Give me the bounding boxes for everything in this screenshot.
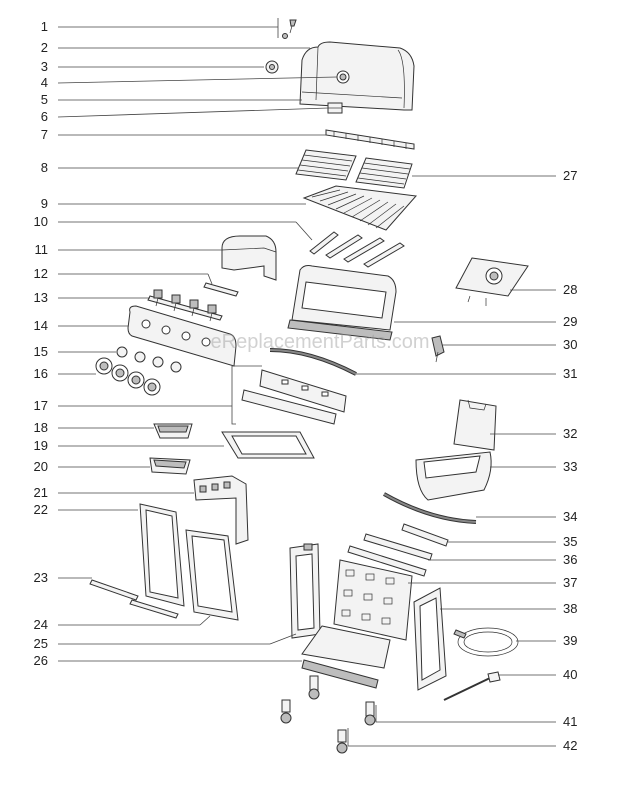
callout-7: 7	[41, 127, 48, 142]
part-20-drip-tray	[149, 457, 191, 475]
part-41-casters	[280, 675, 376, 726]
part-31-crossover-tube	[269, 348, 357, 376]
part-29-cookbox	[287, 265, 397, 341]
callout-12: 12	[34, 266, 48, 281]
part-13-valve-manifold	[147, 289, 223, 322]
callout-14: 14	[34, 318, 48, 333]
callout-13: 13	[34, 290, 48, 305]
part-2-lid	[299, 41, 415, 111]
callout-36: 36	[563, 552, 577, 567]
callout-34: 34	[563, 509, 577, 524]
callout-8: 8	[41, 160, 48, 175]
callout-numbers: 1 2 3 4 5 6 7 8 9 10 11 12 13 14 15 16 1…	[34, 19, 578, 753]
callout-20: 20	[34, 459, 48, 474]
part-17-cross-members	[241, 369, 347, 425]
part-39-hose-coil	[453, 627, 519, 657]
part-34-side-hose	[383, 492, 477, 524]
callout-26: 26	[34, 653, 48, 668]
callout-6: 6	[41, 109, 48, 124]
callout-3: 3	[41, 59, 48, 74]
part-28-side-burner	[455, 257, 529, 306]
callout-24: 24	[34, 617, 48, 632]
part-9-flavorizer-bars	[302, 185, 418, 231]
part-11-heat-shield	[221, 235, 277, 281]
part-37-back-panel	[333, 559, 413, 641]
callout-2: 2	[41, 40, 48, 55]
part-33-side-burner-housing	[415, 451, 492, 501]
part-14-control-panel	[127, 305, 237, 367]
callout-29: 29	[563, 314, 577, 329]
part-1-screws	[282, 19, 297, 39]
part-8-cooking-grates	[295, 149, 413, 189]
callout-17: 17	[34, 398, 48, 413]
callout-32: 32	[563, 426, 577, 441]
leader-lines	[57, 18, 556, 747]
part-10-burner-tubes	[309, 231, 405, 268]
part-25-left-side-panel	[289, 543, 321, 639]
callout-5: 5	[41, 92, 48, 107]
part-35-rail	[401, 523, 449, 547]
callout-25: 25	[34, 636, 48, 651]
part-26-bottom-panel	[301, 625, 391, 689]
callout-9: 9	[41, 196, 48, 211]
callout-10: 10	[34, 214, 48, 229]
callout-23: 23	[34, 570, 48, 585]
callout-15: 15	[34, 344, 48, 359]
callout-33: 33	[563, 459, 577, 474]
part-12-electrode	[203, 282, 239, 297]
callout-38: 38	[563, 601, 577, 616]
callout-37: 37	[563, 575, 577, 590]
callout-21: 21	[34, 485, 48, 500]
callout-30: 30	[563, 337, 577, 352]
part-24-right-door	[185, 529, 239, 621]
callout-41: 41	[563, 714, 577, 729]
part-42-feet	[336, 729, 348, 754]
callout-19: 19	[34, 438, 48, 453]
part-3-thermometer-bezel	[265, 60, 279, 74]
callout-4: 4	[41, 75, 48, 90]
callout-31: 31	[563, 366, 577, 381]
callout-11: 11	[35, 242, 49, 257]
part-18-catch-pan	[153, 423, 193, 439]
callout-16: 16	[34, 366, 48, 381]
callout-18: 18	[34, 420, 48, 435]
callout-1: 1	[41, 19, 48, 34]
callout-28: 28	[563, 282, 577, 297]
callout-27: 27	[563, 168, 577, 183]
callout-35: 35	[563, 534, 577, 549]
part-32-side-burner-lid	[453, 399, 497, 451]
part-21-bracket	[193, 475, 249, 545]
part-7-warming-rack	[325, 129, 415, 150]
part-6-handle	[327, 102, 343, 114]
part-30-ignitor	[431, 335, 445, 363]
callout-22: 22	[34, 502, 48, 517]
callout-39: 39	[563, 633, 577, 648]
callout-40: 40	[563, 667, 577, 682]
part-16-bezels	[95, 357, 161, 396]
watermark: eReplacementParts.com	[211, 331, 430, 353]
part-40-tool	[443, 671, 501, 701]
part-22-left-door	[139, 503, 185, 607]
part-15-control-knobs	[116, 346, 182, 373]
part-19-bottom-tray	[221, 431, 315, 459]
part-23-door-handles	[89, 579, 179, 619]
callout-42: 42	[563, 738, 577, 753]
part-38-right-side-panel	[413, 587, 447, 691]
